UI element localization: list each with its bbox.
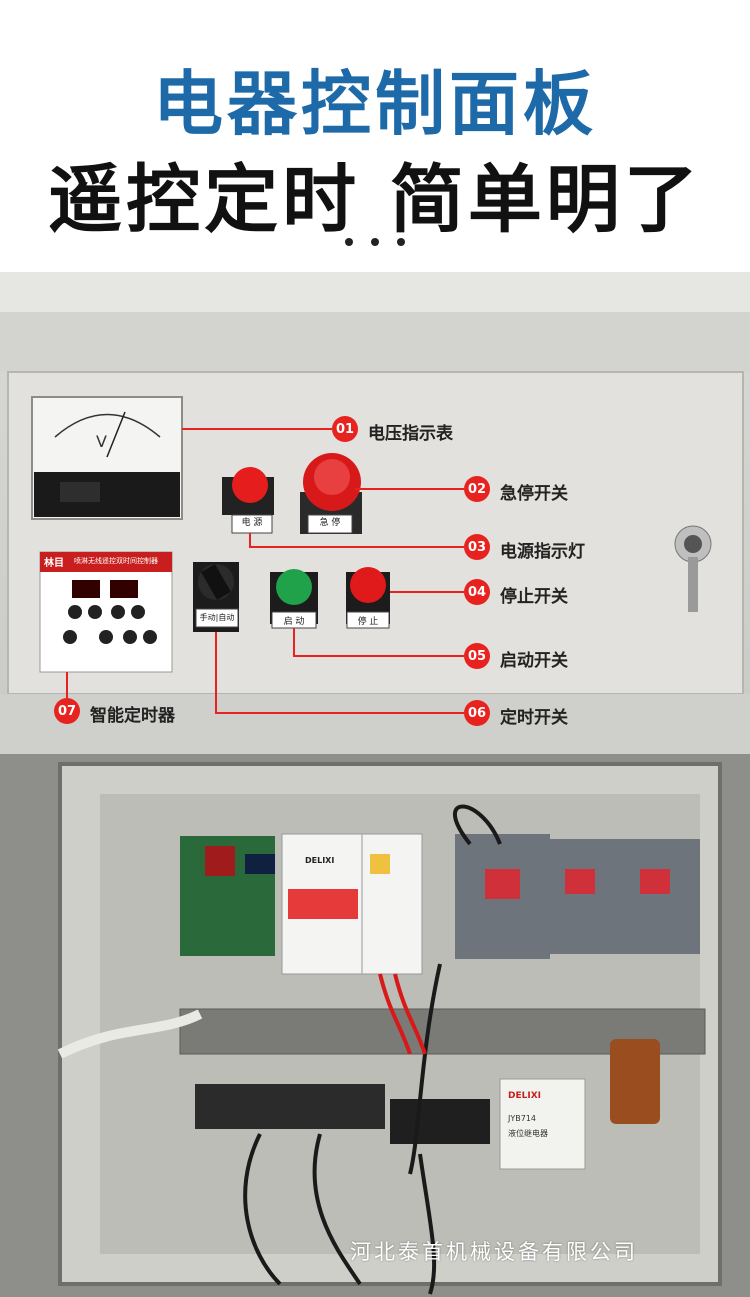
callout-label-voltmeter: 电压指示表 <box>368 424 453 444</box>
cabinet-interior-illustration <box>0 754 750 1297</box>
callout-number-03: 03 <box>464 534 490 560</box>
power-indicator-plate: 电 源 <box>241 518 263 528</box>
relay-name: 液位继电器 <box>508 1129 548 1138</box>
callout-number-07: 07 <box>54 698 80 724</box>
callout-label-stop-switch: 停止开关 <box>500 587 568 607</box>
emergency-stop-plate: 急 停 <box>319 518 341 528</box>
callout-label-start-switch: 启动开关 <box>500 651 568 671</box>
breaker-brand: DELIXI <box>305 856 335 865</box>
callout-number-04: 04 <box>464 579 490 605</box>
timer-brand: 林目 <box>44 558 64 569</box>
callout-number-05: 05 <box>464 643 490 669</box>
voltmeter-unit: V <box>96 432 107 451</box>
relay-model: JYB714 <box>508 1114 537 1123</box>
timer-title: 喷淋无线遥控双时间控制器 <box>74 557 158 565</box>
callout-label-timer-switch: 定时开关 <box>500 708 568 728</box>
ellipsis-dots <box>345 238 405 250</box>
selector-switch-plate: 手动|自动 <box>199 613 235 622</box>
cabinet-interior-photo: DELIXI DELIXI JYB714 液位继电器 <box>0 754 750 1297</box>
control-panel-photo: 电 源 急 停 手动|自动 启 动 停 止 V 林目 喷淋无线遥控双时间控制器 … <box>0 272 750 754</box>
callout-label-smart-timer: 智能定时器 <box>90 706 175 726</box>
callout-label-emergency-stop: 急停开关 <box>500 484 568 504</box>
page-title: 电器控制面板 <box>153 63 597 145</box>
callout-number-01: 01 <box>332 416 358 442</box>
relay-brand: DELIXI <box>508 1091 541 1101</box>
company-watermark: 河北泰首机械设备有限公司 <box>350 1240 638 1264</box>
callout-label-power-indicator: 电源指示灯 <box>500 542 585 562</box>
callout-number-06: 06 <box>464 700 490 726</box>
callout-number-02: 02 <box>464 476 490 502</box>
page-subtitle: 遥控定时 简单明了 <box>48 157 702 243</box>
stop-button-plate: 停 止 <box>357 617 379 627</box>
control-panel-illustration <box>0 272 750 754</box>
start-button-plate: 启 动 <box>283 617 305 627</box>
